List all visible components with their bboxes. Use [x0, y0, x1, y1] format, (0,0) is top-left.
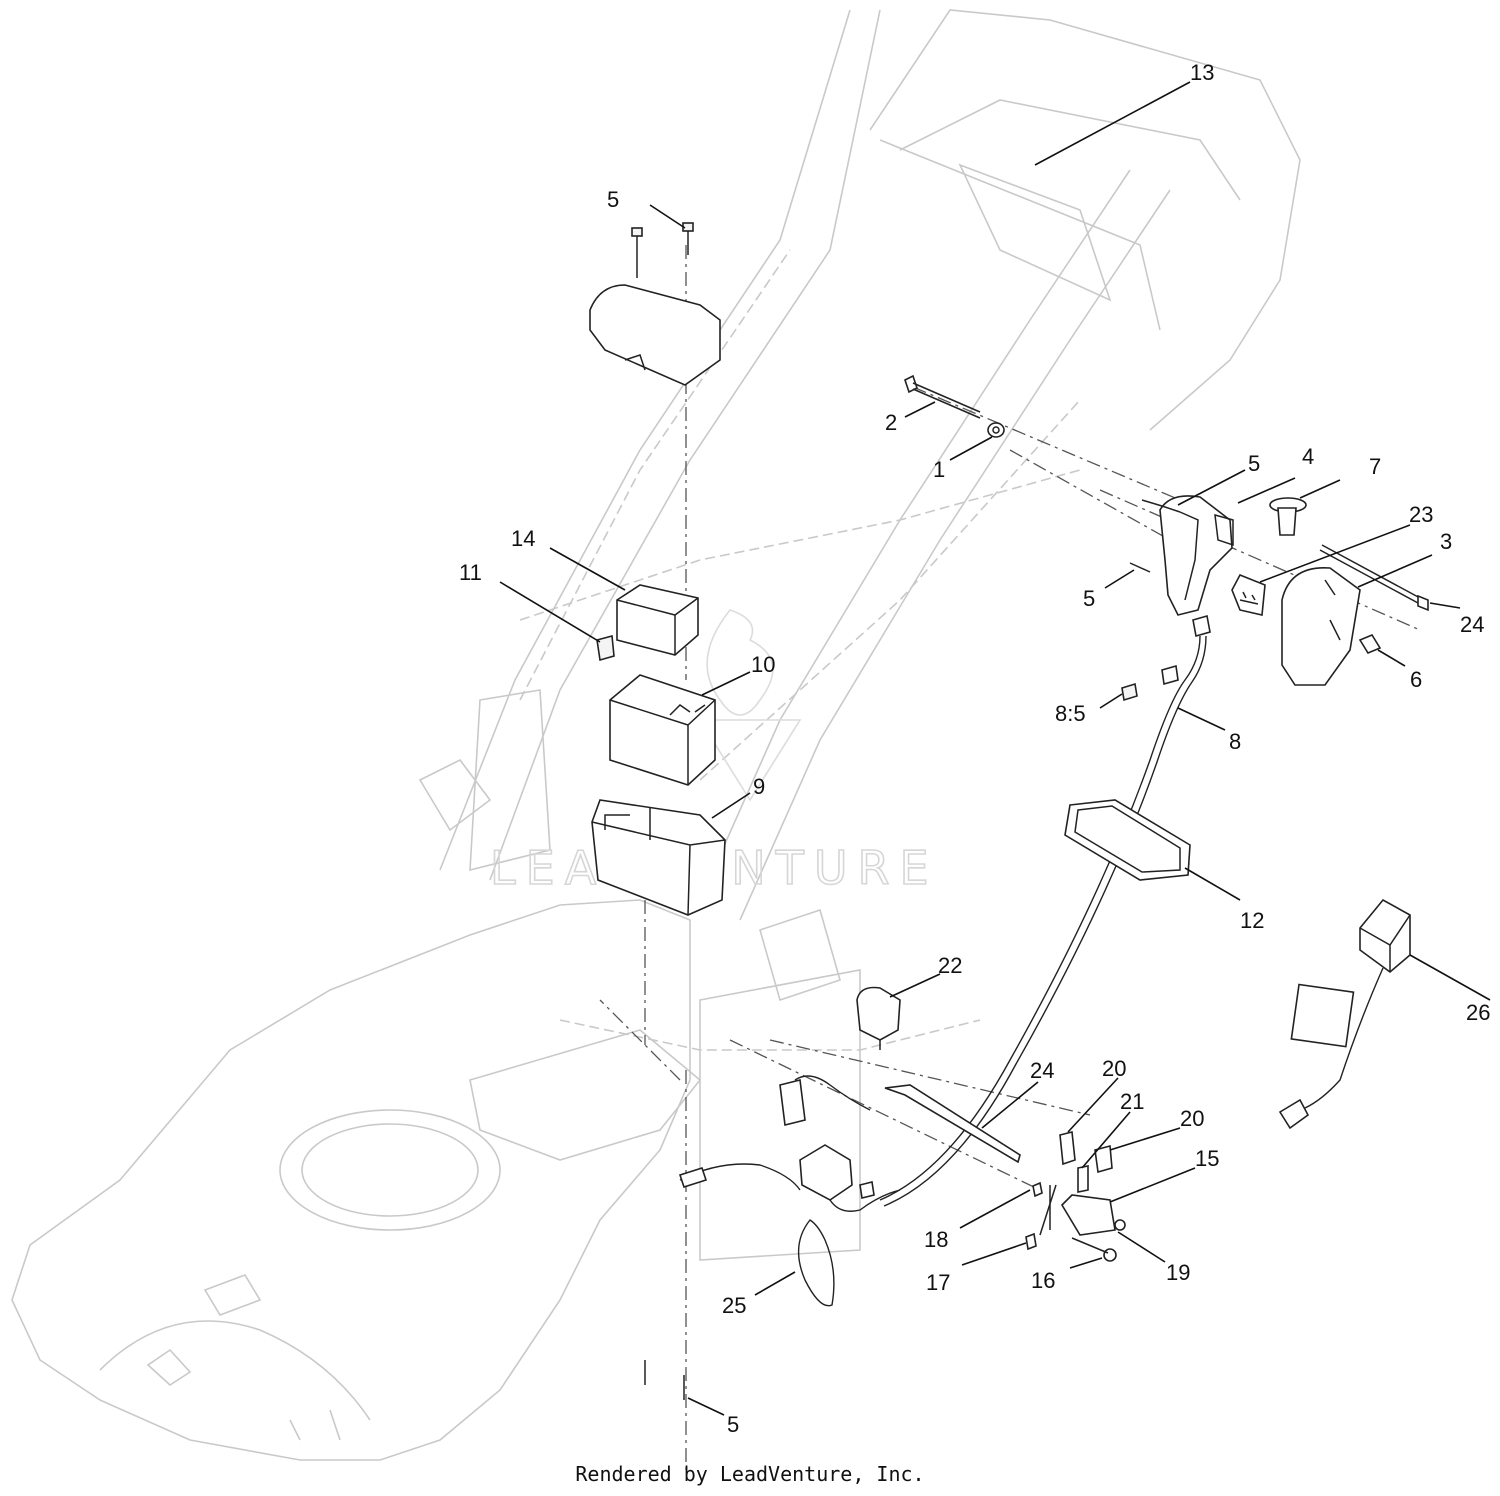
callout-5-top: 5 [607, 187, 619, 212]
callout-14: 14 [511, 526, 535, 551]
callout-labels: 13 5 2 1 5 4 7 23 3 5 24 6 14 11 10 8:5 … [459, 60, 1490, 1437]
safety-key-7 [1269, 497, 1307, 536]
callout-15: 15 [1195, 1146, 1219, 1171]
battery-tray-9 [591, 799, 726, 916]
callout-3: 3 [1440, 529, 1452, 554]
callout-8-5: 8:5 [1055, 701, 1086, 726]
callout-6: 6 [1410, 667, 1422, 692]
bottom-screws [644, 1360, 685, 1400]
leader-lines [499, 81, 1491, 1416]
relay-22 [856, 986, 901, 1050]
callout-12: 12 [1240, 908, 1264, 933]
decal-12 [1064, 799, 1191, 881]
callout-10: 10 [751, 652, 775, 677]
callout-18: 18 [924, 1227, 948, 1252]
callout-2: 2 [885, 410, 897, 435]
cable-loop-25 [797, 1219, 835, 1307]
bail-bracket-parts [1025, 1131, 1126, 1262]
callout-23: 23 [1409, 502, 1433, 527]
callout-16: 16 [1031, 1268, 1055, 1293]
switch-cover-3 [1281, 567, 1361, 686]
battery-cover [589, 222, 721, 386]
callout-8: 8 [1229, 729, 1241, 754]
callout-5-bottom: 5 [727, 1412, 739, 1437]
callout-13: 13 [1190, 60, 1214, 85]
callout-1: 1 [933, 457, 945, 482]
battery-pad-14 [616, 584, 699, 656]
motor-electrical-assembly [678, 1075, 901, 1212]
switch-housing-4 [1129, 495, 1234, 616]
callout-21: 21 [1120, 1089, 1144, 1114]
bolt-24-nut-6 [1319, 544, 1429, 655]
footer-credit: Rendered by LeadVenture, Inc. [575, 1462, 925, 1486]
charger-26 [1278, 898, 1411, 1130]
switch-23 [1231, 573, 1266, 616]
mower-ghost-outline [11, 9, 1301, 1461]
callout-25: 25 [722, 1293, 746, 1318]
callout-26: 26 [1466, 1000, 1490, 1025]
battery-10 [609, 674, 716, 786]
callout-17: 17 [926, 1270, 950, 1295]
callout-24-bottom: 24 [1030, 1058, 1054, 1083]
callout-24-top: 24 [1460, 612, 1484, 637]
callout-4: 4 [1302, 444, 1314, 469]
callout-5-switch: 5 [1248, 451, 1260, 476]
callout-19: 19 [1166, 1260, 1190, 1285]
bolt-2-washer-1 [904, 374, 1005, 438]
cable-tie-24 [884, 1084, 1021, 1164]
callout-20-top: 20 [1102, 1056, 1126, 1081]
callout-11: 11 [459, 560, 482, 585]
wire-harness-8 [879, 614, 1211, 1207]
callout-7: 7 [1369, 454, 1381, 479]
watermark-logo [698, 609, 802, 802]
callout-20-right: 20 [1180, 1106, 1204, 1131]
callout-9: 9 [753, 774, 765, 799]
callout-22: 22 [938, 953, 962, 978]
clip-11 [596, 634, 615, 662]
callout-5-side: 5 [1083, 586, 1095, 611]
